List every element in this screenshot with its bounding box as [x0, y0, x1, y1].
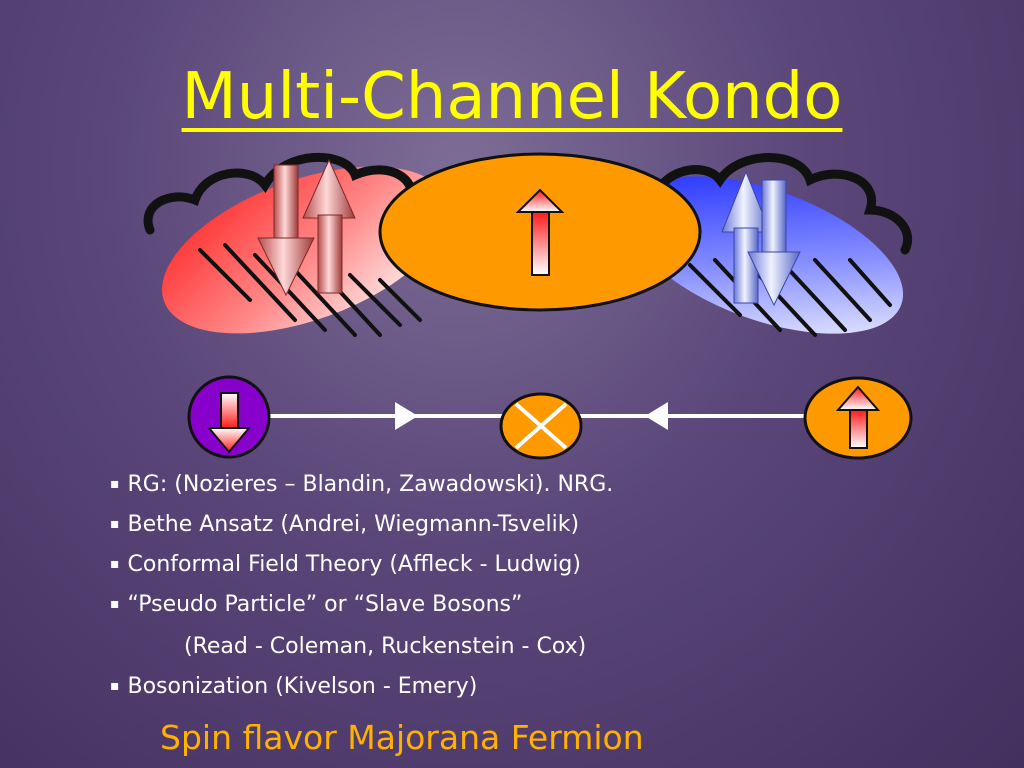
- bullet-marker: ▪: [110, 556, 120, 572]
- bullet-text: Bosonization (Kivelson - Emery): [127, 674, 478, 699]
- bullet-pseudo-particle: ▪ “Pseudo Particle” or “Slave Bosons”: [110, 592, 522, 617]
- vertex-cross-node: [499, 392, 583, 460]
- channel-coupling-line: [270, 402, 805, 430]
- left-spin-down-arrow-3d: [257, 164, 315, 297]
- left-cloud-outline: [143, 152, 417, 235]
- bullet-text: Bethe Ansatz (Andrei, Wiegmann-Tsvelik): [127, 512, 580, 537]
- bullet-text: Conformal Field Theory (Affleck - Ludwig…: [127, 552, 581, 577]
- bullet-marker: ▪: [110, 678, 120, 694]
- bullet-cft: ▪ Conformal Field Theory (Affleck - Ludwi…: [110, 552, 581, 577]
- slide-title: Multi-Channel Kondo: [0, 60, 1024, 134]
- left-flow-arrowhead: [395, 402, 418, 430]
- slide-title-text: Multi-Channel Kondo: [181, 60, 843, 134]
- right-spin-up-arrow-3d: [721, 170, 771, 304]
- left-spin-up-arrow-3d: [302, 158, 356, 294]
- bullet-bethe-ansatz: ▪ Bethe Ansatz (Andrei, Wiegmann-Tsvelik): [110, 512, 579, 537]
- right-spin-down-arrow-3d: [747, 179, 801, 307]
- bullet-continuation-text: (Read - Coleman, Ruckenstein - Cox): [184, 634, 587, 659]
- bullet-text: “Pseudo Particle” or “Slave Bosons”: [127, 592, 523, 617]
- bullet-text: RG: (Nozieres – Blandin, Zawadowski). NR…: [127, 472, 614, 497]
- left-rain-streaks: [198, 243, 422, 337]
- right-spin-up-node: [803, 376, 913, 460]
- bullet-marker: ▪: [110, 476, 120, 492]
- kondo-diagram: [143, 152, 913, 460]
- left-spin-down-node: [187, 375, 271, 459]
- right-flow-arrowhead: [645, 402, 668, 430]
- impurity-ellipse: [378, 152, 702, 312]
- bullet-rg: ▪ RG: (Nozieres – Blandin, Zawadowski). N…: [110, 472, 613, 497]
- impurity-spin-up-arrow: [515, 188, 565, 276]
- right-cloud-outline: [650, 153, 912, 255]
- footer-text: Spin flavor Majorana Fermion: [160, 718, 644, 757]
- bullet-marker: ▪: [110, 596, 120, 612]
- bullet-marker: ▪: [110, 516, 120, 532]
- bullet-bosonization: ▪ Bosonization (Kivelson - Emery): [110, 674, 477, 699]
- bullet-continuation: (Read - Coleman, Ruckenstein - Cox): [184, 634, 586, 659]
